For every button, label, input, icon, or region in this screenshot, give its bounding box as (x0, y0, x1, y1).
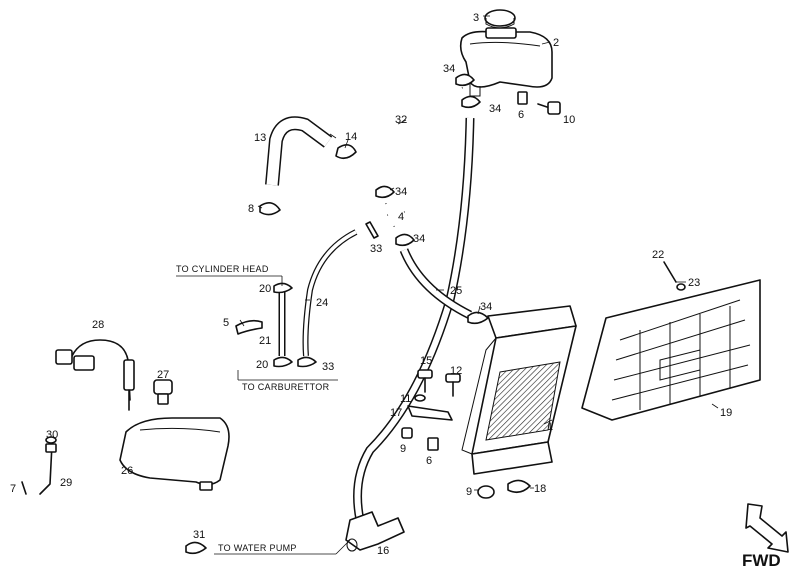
note-water-pump: TO WATER PUMP (218, 543, 297, 553)
callout-22: 22 (652, 249, 664, 261)
callouts: 3 2 34 34 6 10 32 13 14 34 8 4 34 33 22 … (10, 12, 732, 557)
fan-shroud-19 (581, 279, 761, 421)
clamp-20-bottom (273, 356, 293, 368)
hose-main-to-pump (353, 117, 475, 521)
bolt-22 (663, 261, 677, 283)
grommet-9 (477, 485, 495, 499)
callout-9-b: 9 (466, 486, 472, 498)
clamp-20-top (273, 282, 293, 294)
oring-30 (45, 436, 57, 444)
bracket-17 (407, 405, 453, 421)
callout-10: 10 (563, 114, 575, 126)
hose-25 (399, 248, 473, 320)
callout-1: 1 (547, 421, 553, 433)
callout-33-b: 33 (322, 361, 334, 373)
expansion-tank (459, 27, 553, 97)
clamp-14 (335, 144, 357, 160)
callout-31: 31 (193, 529, 205, 541)
callout-23: 23 (688, 277, 700, 289)
note-carburettor: TO CARBURETTOR (242, 382, 330, 392)
fwd-label: FWD (742, 551, 781, 570)
callout-25: 25 (450, 285, 462, 297)
callout-6-b: 6 (426, 455, 432, 467)
clip-6-top (517, 91, 528, 105)
callout-17: 17 (390, 407, 402, 419)
callout-18: 18 (534, 483, 546, 495)
callout-29: 29 (60, 477, 72, 489)
leader-lines (239, 15, 719, 491)
callout-13: 13 (254, 132, 266, 144)
bolt-12 (445, 373, 461, 397)
callout-9-a: 9 (400, 443, 406, 455)
screw-7 (21, 481, 27, 495)
callout-11: 11 (400, 393, 411, 405)
callout-33-a: 33 (370, 243, 382, 255)
fwd-arrow-icon (745, 503, 789, 553)
washer-23 (676, 283, 686, 291)
t-fitting-4 (384, 203, 405, 227)
callout-28: 28 (92, 319, 104, 331)
callout-34-a: 34 (443, 63, 455, 75)
callout-21: 21 (259, 335, 271, 347)
note-cylinder-head: TO CYLINDER HEAD (176, 264, 269, 274)
clamp-34-t-top (375, 185, 395, 199)
clip-6-bottom (427, 437, 439, 451)
callout-16: 16 (377, 545, 389, 557)
callout-34-d: 34 (413, 233, 425, 245)
callout-12: 12 (450, 365, 462, 377)
clamp-34-radiator (467, 311, 489, 325)
callout-34-b: 34 (489, 103, 501, 115)
clamp-33-top (365, 221, 379, 239)
washer-11 (414, 394, 426, 402)
clamp-34-top (455, 73, 475, 87)
callout-15: 15 (420, 355, 432, 367)
clamp-31 (185, 541, 207, 555)
tank-cap (484, 9, 516, 29)
cap-27 (153, 379, 173, 405)
clamp-34-t-bottom (395, 233, 415, 247)
callout-34-e: 34 (480, 301, 492, 313)
callout-2: 2 (553, 37, 559, 49)
callout-34-c: 34 (395, 186, 407, 198)
clamp-18 (507, 479, 531, 494)
callout-20-b: 20 (256, 359, 268, 371)
bolt-15 (417, 369, 433, 393)
clamp-33-bottom (297, 356, 317, 368)
tie-5 (235, 319, 263, 335)
radiator-1 (461, 305, 577, 475)
nut-9-small (401, 427, 413, 439)
callout-4: 4 (398, 211, 404, 223)
callout-26: 26 (121, 465, 133, 477)
clamp-34-mid (461, 95, 481, 109)
hose-24 (302, 229, 358, 357)
clamp-8 (259, 202, 281, 216)
callout-6-a: 6 (518, 109, 524, 121)
reservoir-26 (119, 417, 230, 491)
level-sensor-29 (39, 443, 57, 495)
callout-5: 5 (223, 317, 229, 329)
callout-14: 14 (345, 131, 357, 143)
bolt-10 (537, 101, 561, 115)
pump-fitting-16 (345, 511, 405, 552)
callout-32: 32 (395, 114, 407, 126)
callout-27: 27 (157, 369, 169, 381)
callout-20-a: 20 (259, 283, 271, 295)
sensor-28 (55, 339, 135, 411)
callout-24: 24 (316, 297, 328, 309)
hose-13 (265, 116, 333, 186)
callout-19: 19 (720, 407, 732, 419)
hose-32 (377, 85, 464, 191)
callout-8: 8 (248, 203, 254, 215)
note-lines (176, 275, 351, 555)
callout-30: 30 (46, 429, 58, 441)
callout-7: 7 (10, 483, 16, 495)
callout-3: 3 (473, 12, 479, 24)
